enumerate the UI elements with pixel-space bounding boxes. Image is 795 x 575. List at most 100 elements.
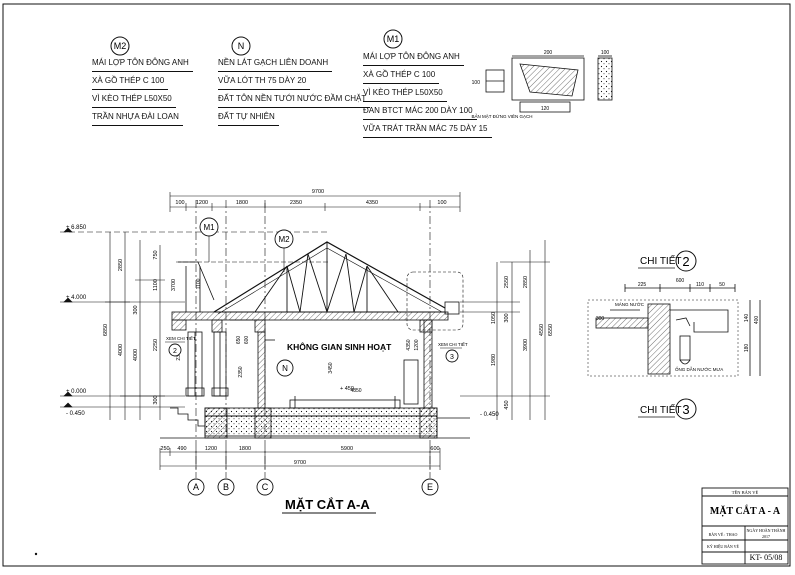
inner-dim-7: 1200 [414,339,420,350]
brick-detail [485,55,613,113]
callout-detail-3: XEM CHI TIẾT [438,341,468,347]
note-m2-line-4: TRẦN NHỰA ĐÀI LOAN [92,108,183,126]
detail-2-dim-7: 400 [754,316,760,325]
inner-dim-3: 3450 [328,362,334,373]
title-block [701,487,789,565]
top-total-dim: 9700 [312,189,324,195]
top-dim-2: 1200 [196,200,208,206]
note-m2-tag: M2 [114,41,127,51]
note-m2-block: MÁI LỢP TÔN ĐÔNG ANH XÀ GỒ THÉP C 100 VÌ… [92,54,193,126]
section-n-tag: N [282,364,288,373]
brick-dim-4: 100 [472,80,481,86]
note-m2-line-2: XÀ GỒ THÉP C 100 [92,72,169,90]
note-m1-tag-circle [383,29,403,49]
detail-3-number: 3 [682,402,689,417]
axis-bubbles [187,478,439,496]
elevation-4000: + 4.000 [66,295,87,301]
detail-2-dim-3: 600 [676,278,685,284]
note-m2-tag-circle [110,36,130,56]
note-m2-line-3: VÌ KÈO THÉP L50X50 [92,90,176,108]
note-n-line-1: NỀN LÁT GẠCH LIÊN DOANH [218,54,333,72]
note-n-line-4: ĐẤT TỰ NHIÊN [218,108,279,126]
brick-label: BẢN MẶT ĐỨNG VIÊN GẠCH [471,112,532,119]
detail-2-title: CHI TIẾT [640,254,681,267]
elevation-minus-left: - 0.450 [66,411,85,417]
right-dim-8: 1980 [491,354,497,366]
titleblock-drawn-by: BẢN VẼ : THAO [709,532,738,537]
bottom-dim-5: 5900 [341,446,353,452]
note-m1-line-2: XÀ GỒ THÉP C 100 [363,66,440,84]
left-small-dim-2: 1100 [153,279,159,291]
detail-2-dim-1: 300 [596,316,605,322]
titleblock-sheet-no: KT- 05/08 [750,553,783,562]
right-dim-7: 6550 [548,324,554,336]
right-dimension-lines [460,240,550,420]
top-dim-6: 100 [437,200,446,206]
elevation-minus-right: - 0.450 [480,412,499,418]
top-dim-3: 1800 [236,200,248,206]
titleblock-sheet-title: MẶT CẮT A - A [710,504,781,517]
detail-2-label-gutter: MÁNG NƯỚC [615,301,645,307]
top-dimension-lines [169,192,461,212]
left-inner-dim-2: 300 [133,305,139,314]
right-dim-9: 450 [504,400,510,409]
brick-dim-3: 120 [541,106,550,112]
elevation-floor: + 450 [340,386,354,392]
detail-2-circle [675,250,697,272]
note-n-line-2: VỮA LÓT TH 75 DÀY 20 [218,72,311,90]
right-dim-5: 3900 [523,339,529,351]
right-dim-6: 4550 [539,324,545,336]
inner-dim-1: 1100 [196,278,202,289]
titleblock-code-label: KÝ HIỆU BẢN VẼ [707,544,740,549]
top-dim-4: 2350 [290,200,302,206]
titleblock-project: TÊN BẢN VẼ [732,490,759,495]
callout-detail-2: XEM CHI TIẾT [166,335,196,341]
right-dim-3: 1050 [491,312,497,324]
left-elevation-lines [60,227,330,420]
inner-dim-4: 650 [236,336,242,345]
foundation [160,396,470,439]
detail-2-dim-2: 225 [638,282,647,288]
top-dim-5: 4350 [366,200,378,206]
section-m1-tag: M1 [203,223,215,232]
note-n-block: NỀN LÁT GẠCH LIÊN DOANH VỮA LÓT TH 75 DÀ… [218,54,371,126]
section-m2-tag: M2 [278,235,290,244]
room-label: KHÔNG GIAN SINH HOẠT [287,341,392,352]
titleblock-year: 2017 [762,534,770,539]
left-small-dim-3: 2250 [153,339,159,351]
bottom-dim-3: 1200 [205,446,217,452]
note-m1-tag: M1 [387,34,400,44]
left-outer-dim-2: 4000 [118,344,124,356]
section-title: MẶT CẮT A-A [285,497,370,512]
section-d3-tag: 3 [450,354,454,361]
note-n-tag-circle [231,36,251,56]
left-small-dim-4: 3700 [171,279,177,291]
note-n-line-3: ĐẤT TÔN NỀN TƯỚI NƯỚC ĐẦM CHẶT [218,90,371,108]
bottom-dim-6: 600 [430,446,439,452]
note-m1-line-1: MÁI LỢP TÔN ĐÔNG ANH [363,48,464,66]
detail-2-dim-4: 110 [696,282,704,288]
detail-2-dim-5: 50 [719,282,725,288]
elevation-top: + 6.850 [66,225,87,231]
top-dim-1: 100 [175,200,184,206]
left-inner-dim-3: 4000 [133,349,139,361]
titleblock-date-label: NGÀY HOÀN THÀNH [747,528,786,533]
detail-2-label-pipe: ỐNG DẪN NƯỚC MƯA [675,366,723,372]
detail-2-number: 2 [682,254,689,269]
inner-dim-9: 4850 [350,388,361,394]
axis-b-label: B [223,482,229,492]
bottom-dim-4: 1800 [239,446,251,452]
note-m1-line-5: VỮA TRÁT TRẦN MÁC 75 DÀY 15 [363,120,492,138]
detail-3-circle [675,398,697,420]
brick-dim-1: 200 [544,50,553,56]
note-m1-line-4: ĐAN BTCT MÁC 200 DÀY 100 [363,102,477,120]
right-dim-1: 2550 [504,276,510,288]
left-small-dim-1: 750 [153,250,159,259]
section-n-circle [276,359,294,377]
inner-dim-6: 4350 [406,339,412,350]
bottom-dimension-lines [159,448,441,470]
roof-truss [176,241,446,315]
axis-c-label: C [262,482,269,492]
left-inner-dim-1: 2850 [118,259,124,271]
section-d2-circle [168,343,182,357]
